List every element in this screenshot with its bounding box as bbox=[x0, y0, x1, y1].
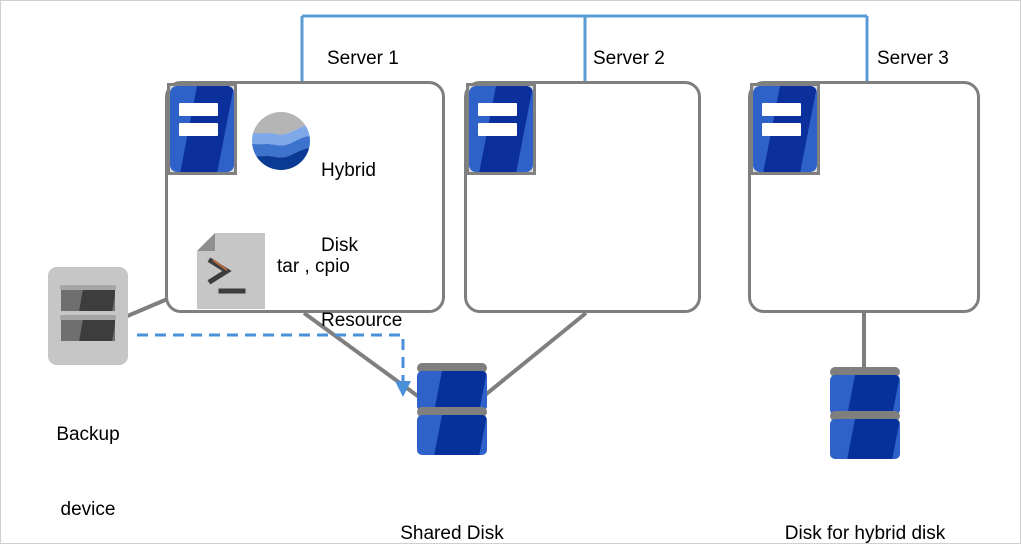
script-terminal-icon bbox=[197, 233, 265, 309]
hybrid-disk-resource-line-3: Resource bbox=[321, 310, 403, 331]
server3-disk-icon bbox=[830, 367, 900, 459]
hybrid-disk-resource-label: Hybrid Disk Resource bbox=[321, 108, 402, 383]
server-chassis-icon bbox=[466, 83, 536, 175]
hybrid-disk-resource-line-2: Disk bbox=[321, 235, 358, 256]
server-chassis-icon bbox=[167, 83, 237, 175]
shared-disk-icon bbox=[417, 363, 487, 455]
globe-icon bbox=[252, 112, 310, 170]
backup-device-label: Backup device bbox=[18, 372, 158, 543]
server-chassis-icon bbox=[750, 83, 820, 175]
shared-disk-label: Shared Disk for hybrid disk resource bbox=[302, 471, 602, 544]
backup-device-label-line-1: Backup bbox=[56, 424, 120, 445]
server3-disk-label-line-1: Disk for hybrid disk bbox=[784, 523, 946, 544]
server-label-1: Server 1 bbox=[327, 48, 399, 69]
server-box-2[interactable] bbox=[464, 81, 701, 313]
server-label-2: Server 2 bbox=[593, 48, 665, 69]
backup-device-icon bbox=[48, 267, 128, 365]
shared-disk-label-line-1: Shared Disk bbox=[400, 523, 504, 544]
server3-disk-label: Disk for hybrid disk resource bbox=[715, 471, 1015, 544]
script-label: tar , cpio bbox=[277, 256, 350, 277]
backup-device-label-line-2: device bbox=[60, 499, 116, 520]
server-label-3: Server 3 bbox=[877, 48, 949, 69]
hybrid-disk-resource-line-1: Hybrid bbox=[321, 160, 376, 181]
